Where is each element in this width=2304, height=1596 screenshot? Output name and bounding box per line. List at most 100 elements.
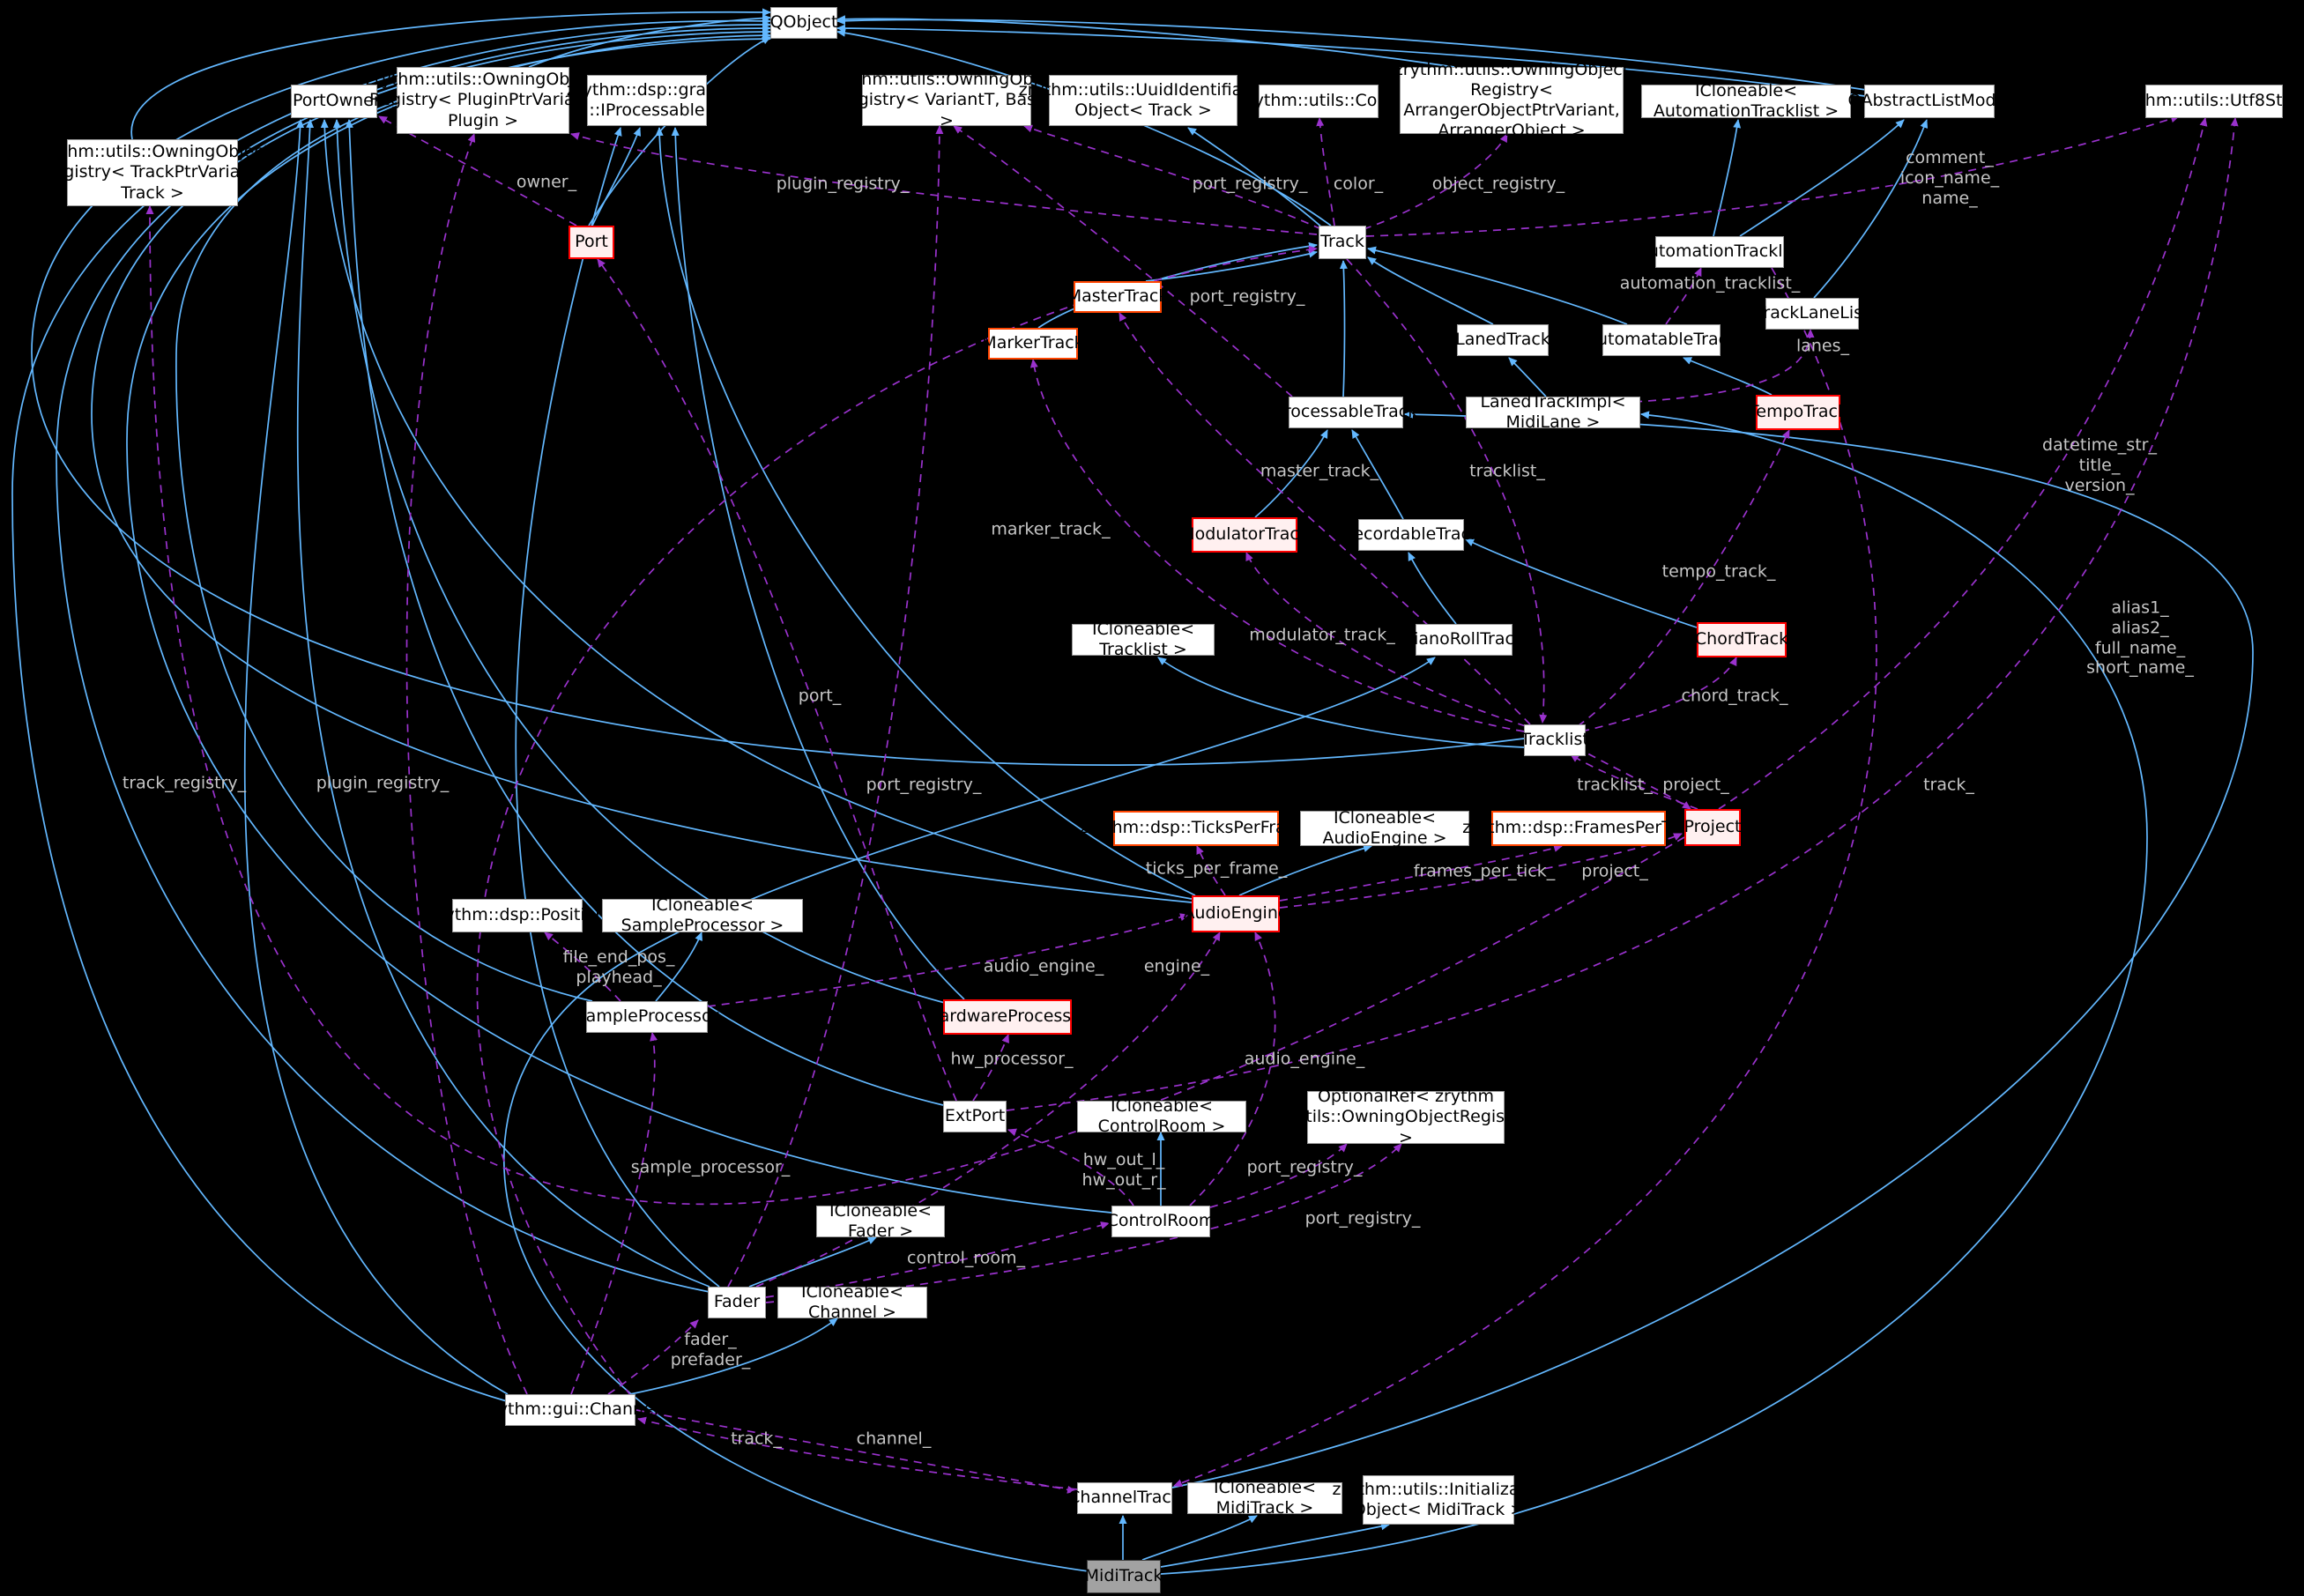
inheritance-edge <box>56 24 771 1293</box>
class-node-uuid-identifiable[interactable]: zrythm::utils::UuidIdentifiable Object< … <box>1019 75 1267 126</box>
usage-edge <box>1346 258 1548 724</box>
inheritance-edge <box>345 119 944 1106</box>
class-node-processabletrack[interactable]: ProcessableTrack <box>1275 397 1417 428</box>
usage-edge <box>1209 1143 1348 1208</box>
class-node-modulatortrack[interactable]: ModulatorTrack <box>1180 517 1309 553</box>
class-node-project[interactable]: Project <box>1684 809 1742 846</box>
class-node-icloneable-tracklist[interactable]: ICloneable< Tracklist > <box>1072 620 1215 659</box>
class-node-automationtracklist[interactable]: AutomationTracklist <box>1637 236 1802 268</box>
inheritance-edge <box>836 15 1455 68</box>
usage-edge <box>1119 312 1531 725</box>
class-node-framespertick[interactable]: zrythm::dsp::FramesPerTick <box>1462 811 1695 846</box>
class-node-optionalref[interactable]: OptionalRef< zrythm ::utils::OwningObjec… <box>1283 1087 1528 1147</box>
usage-edge <box>1365 115 2180 237</box>
inheritance-edge <box>1739 119 1905 237</box>
usage-edge <box>1580 657 1737 732</box>
usage-edge <box>1718 117 2208 810</box>
class-node-channeltrack[interactable]: ChannelTrack <box>1068 1482 1181 1514</box>
class-node-ticksperframe[interactable]: zrythm::dsp::TicksPerFrame <box>1080 811 1312 846</box>
class-node-markertrack[interactable]: MarkerTrack <box>982 328 1084 360</box>
inheritance-edge <box>591 127 642 226</box>
class-node-automatabletrack[interactable]: AutomatableTrack <box>1586 324 1737 356</box>
inheritance-edge <box>1351 429 1404 520</box>
usage-edge <box>570 1032 658 1395</box>
class-node-utf8string[interactable]: zrythm::utils::Utf8String <box>2113 85 2304 118</box>
inheritance-edge <box>296 119 710 1288</box>
usage-edge <box>953 125 1293 397</box>
class-node-icloneable-channel[interactable]: ICloneable< Channel > <box>777 1282 927 1322</box>
usage-edge <box>1633 329 1815 403</box>
class-node-initializable-object[interactable]: zrythm::utils::Initializable Object< Mid… <box>1332 1475 1545 1525</box>
inheritance-edge <box>1465 538 1698 628</box>
usage-edge <box>637 1416 1078 1490</box>
class-node-position[interactable]: zrythm::dsp::Position <box>429 899 606 932</box>
class-node-hardwareprocessor[interactable]: HardwareProcessor <box>926 999 1089 1035</box>
class-node-recordabletrack[interactable]: RecordableTrack <box>1342 519 1480 551</box>
inheritance-edge <box>629 1318 838 1395</box>
class-node-track-registry[interactable]: zrythm::utils::OwningObject Registry< Tr… <box>35 139 270 206</box>
inheritance-edge <box>31 17 1525 766</box>
class-node-port[interactable]: Port <box>569 226 614 259</box>
inheritance-edge <box>1145 249 1318 282</box>
usage-edge <box>1316 117 1335 226</box>
class-node-icloneable-controlroom[interactable]: ICloneable< ControlRoom > <box>1077 1096 1246 1136</box>
class-node-fader[interactable]: Fader <box>708 1287 766 1318</box>
usage-edge <box>1023 124 1322 230</box>
class-node-icloneable-automationtracklist[interactable]: ICloneable< AutomationTracklist > <box>1641 81 1851 121</box>
inheritance-edge <box>1713 119 1742 237</box>
inheritance-edge <box>1508 357 1547 397</box>
class-node-extport[interactable]: ExtPort <box>943 1101 1007 1132</box>
inheritance-edge <box>1238 844 1372 896</box>
class-node-arranger-registry[interactable]: zrythm::utils::OwningObject Registry< Ar… <box>1394 59 1630 141</box>
class-node-icloneable-sampleprocessor[interactable]: ICloneable< SampleProcessor > <box>602 895 803 935</box>
inheritance-edge <box>130 8 771 140</box>
usage-edge <box>972 1034 1009 1102</box>
inheritance-edge <box>836 24 1872 98</box>
class-node-tempotrack[interactable]: TempoTrack <box>1749 395 1847 430</box>
class-node-tracklist[interactable]: Tracklist <box>1520 724 1589 756</box>
class-node-controlroom[interactable]: ControlRoom <box>1107 1206 1215 1237</box>
class-node-qabstractlistmodel[interactable]: QAbstractListModel <box>1848 85 2011 118</box>
class-node-variant-registry[interactable]: zrythm::utils::OwningObject Registry< Va… <box>829 70 1065 130</box>
class-node-icloneable-miditrack[interactable]: ICloneable< MidiTrack > <box>1187 1478 1342 1518</box>
class-node-audioengine[interactable]: AudioEngine <box>1183 895 1289 932</box>
class-node-tracklanelist[interactable]: TrackLaneList <box>1756 298 1869 330</box>
usage-edge <box>707 913 1189 1007</box>
class-node-channel[interactable]: zrythm::gui::Channel <box>482 1394 658 1426</box>
inheritance-edge <box>1254 429 1328 518</box>
usage-edge <box>1575 746 1691 810</box>
usage-edge <box>635 1409 1076 1494</box>
class-node-icloneable-audioengine[interactable]: ICloneable< AudioEngine > <box>1300 808 1469 848</box>
inheritance-edge <box>126 31 1112 1214</box>
usage-edge <box>1007 1128 1134 1206</box>
inheritance-edge <box>1339 260 1348 397</box>
inheritance-edge <box>588 36 771 226</box>
class-node-iportowner[interactable]: IPortOwner <box>287 85 381 118</box>
class-node-lanedtrack[interactable]: LanedTrack <box>1455 324 1550 356</box>
class-node-lanedtrackimpl[interactable]: LanedTrackImpl< MidiLane > <box>1466 392 1640 432</box>
inheritance-edge <box>1367 246 1628 325</box>
usage-edge <box>570 132 1318 235</box>
class-node-plugin-registry[interactable]: zrythm::utils::OwningObject Registry< Pl… <box>366 67 600 134</box>
usage-edge <box>1006 117 2239 1111</box>
usage-edge <box>476 245 1318 1397</box>
class-node-miditrack[interactable]: MidiTrack <box>1085 1560 1163 1593</box>
usage-edge <box>597 258 957 1102</box>
class-node-qobject[interactable]: QObject <box>770 7 837 39</box>
inheritance-edge <box>503 657 1436 1573</box>
inheritance-edge <box>1160 411 2148 1575</box>
inheritance-edge <box>748 1236 877 1288</box>
class-node-track[interactable]: Track <box>1319 226 1366 259</box>
inheritance-edge <box>1187 127 1323 228</box>
inheritance-edge <box>1683 357 1773 396</box>
class-node-mastertrack[interactable]: MasterTrack <box>1067 281 1168 313</box>
class-node-sampleprocessor[interactable]: SampleProcessor <box>576 1001 718 1033</box>
usage-edge <box>1279 844 1563 902</box>
inheritance-edge <box>655 932 702 1002</box>
class-node-color[interactable]: zrythm::utils::Color <box>1238 85 1399 118</box>
class-node-icloneable-fader[interactable]: ICloneable< Fader > <box>816 1201 945 1241</box>
usage-edge <box>607 1319 699 1395</box>
class-node-iprocessable[interactable]: zrythm::dsp::graph ::IProcessable <box>567 75 727 126</box>
class-node-chordtrack[interactable]: ChordTrack <box>1695 622 1788 657</box>
class-node-pianorolltrack[interactable]: PianoRollTrack <box>1404 624 1524 656</box>
